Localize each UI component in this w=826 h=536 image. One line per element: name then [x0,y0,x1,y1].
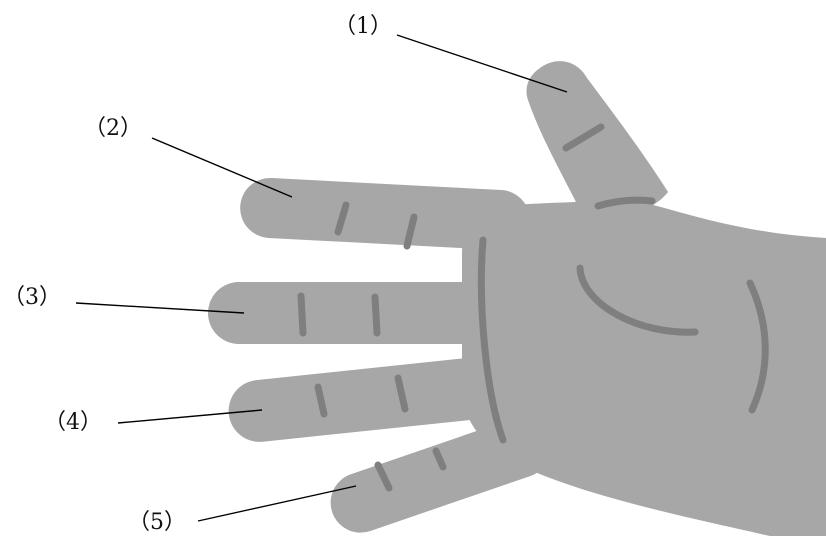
leader-line-2 [152,138,292,197]
label-thumb: （1） [334,14,392,39]
label-little: （5） [128,510,186,535]
label-ring: （4） [44,410,102,435]
finger-labels: （1） （2） （3） （4） （5） [3,14,392,535]
middle-finger [208,282,508,344]
palm [462,198,826,536]
leader-line-1 [397,35,567,92]
thumb [527,61,669,216]
crease [375,297,377,333]
label-index: （2） [84,116,142,141]
label-middle: （3） [3,285,61,310]
crease [301,296,303,333]
index-finger [239,176,532,251]
